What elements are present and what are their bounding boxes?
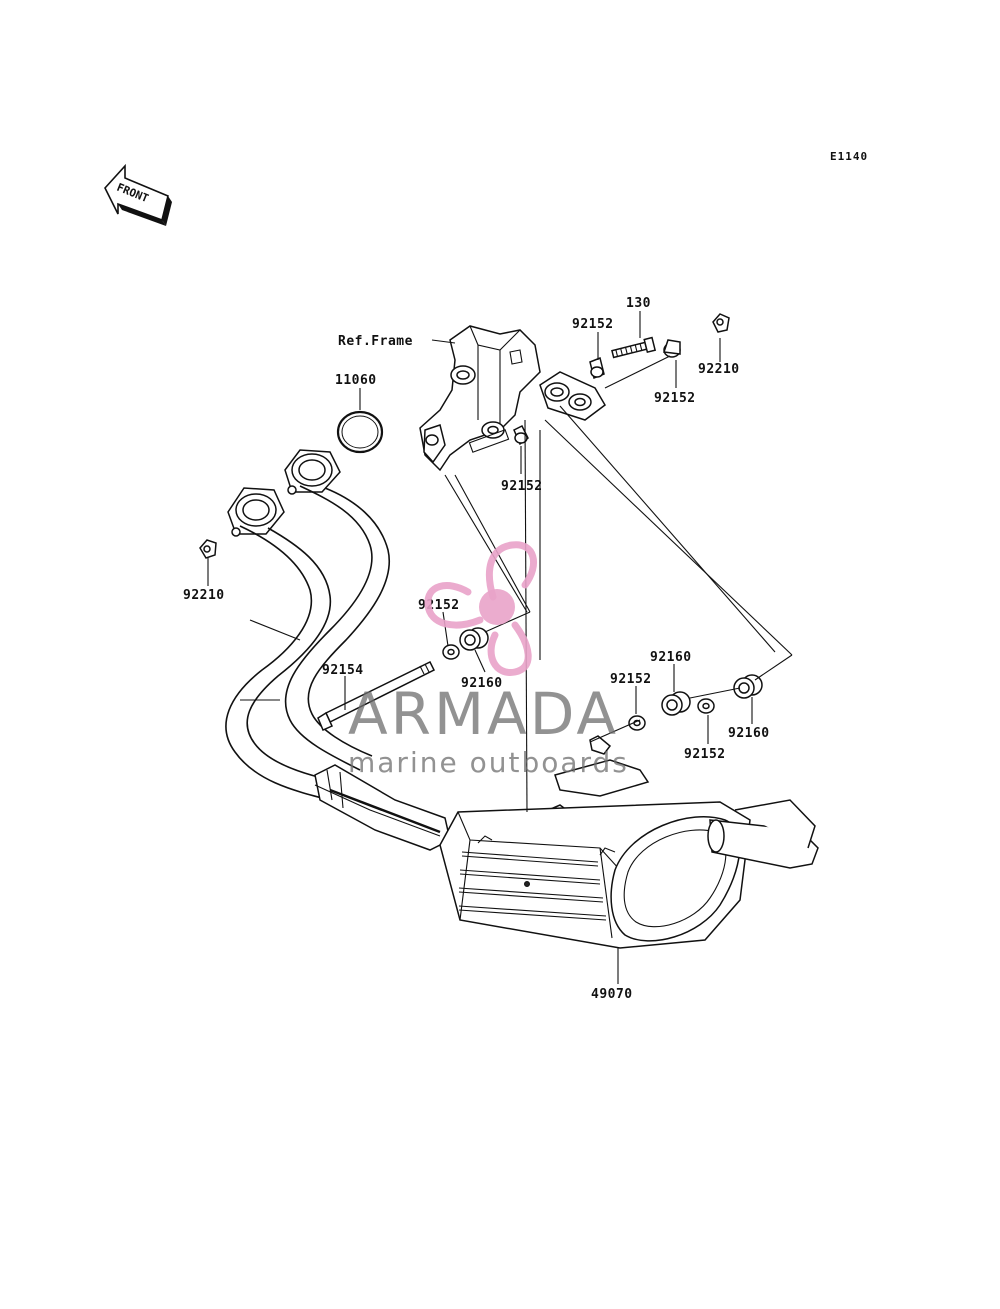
watermark-brand: ARMADA <box>348 680 619 748</box>
part-label-92210: 92210 <box>183 588 225 603</box>
upper-hardware <box>513 313 730 446</box>
part-label-92154: 92154 <box>322 663 364 678</box>
part-label-92152: 92152 <box>610 672 652 687</box>
propeller-logo-icon <box>424 541 537 676</box>
part-label-92210: 92210 <box>698 362 740 377</box>
part-label-92152: 92152 <box>501 479 543 494</box>
part-label-92152: 92152 <box>654 391 696 406</box>
gasket-ring <box>336 410 384 454</box>
part-label-92152: 92152 <box>572 317 614 332</box>
nut-left <box>199 539 217 559</box>
diagram-code: E1140 <box>830 150 868 163</box>
frame-bracket <box>419 325 541 472</box>
mounting-plate <box>539 371 606 421</box>
muffler <box>439 759 819 949</box>
part-label-11060: 11060 <box>335 373 377 388</box>
label-leaders <box>207 311 753 984</box>
part-label-92160: 92160 <box>728 726 770 741</box>
part-label-92152: 92152 <box>684 747 726 762</box>
front-arrow-icon: FRONT <box>104 163 172 226</box>
part-label-92160: 92160 <box>650 650 692 665</box>
long-bolt <box>317 660 436 731</box>
part-label-49070: 49070 <box>591 987 633 1002</box>
watermark-tagline: marine outboards <box>348 746 629 779</box>
middle-hardware <box>442 627 489 660</box>
assembly-lines <box>444 405 793 813</box>
watermark: ARMADA marine outboards <box>348 541 629 779</box>
part-label-92152: 92152 <box>418 598 460 613</box>
exhaust-header-pipes <box>225 449 451 851</box>
part-label-92160: 92160 <box>461 676 503 691</box>
right-hardware <box>589 674 763 755</box>
ref-frame-label: Ref.Frame <box>338 334 413 349</box>
part-label-130: 130 <box>626 296 651 311</box>
